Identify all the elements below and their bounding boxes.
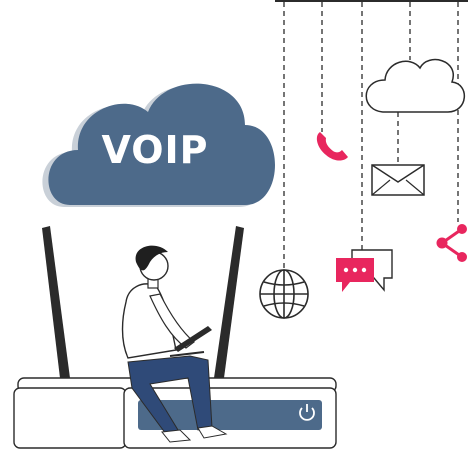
cloud-label: VOIP: [101, 128, 208, 172]
chat-bubbles-icon: [336, 249, 393, 292]
router-power-icon: [299, 404, 315, 421]
share-icon: [436, 224, 467, 262]
phone-icon: [316, 132, 348, 161]
voip-cloud-icon: VOIP: [42, 83, 275, 207]
globe-icon: [259, 269, 309, 319]
outline-cloud-icon: [365, 58, 466, 113]
envelope-icon: [371, 164, 425, 196]
hanging-strings: [283, 2, 459, 268]
router: [13, 377, 337, 449]
router-antennas: [42, 226, 244, 378]
laptop-icon: [169, 326, 212, 357]
person: [121, 245, 228, 443]
